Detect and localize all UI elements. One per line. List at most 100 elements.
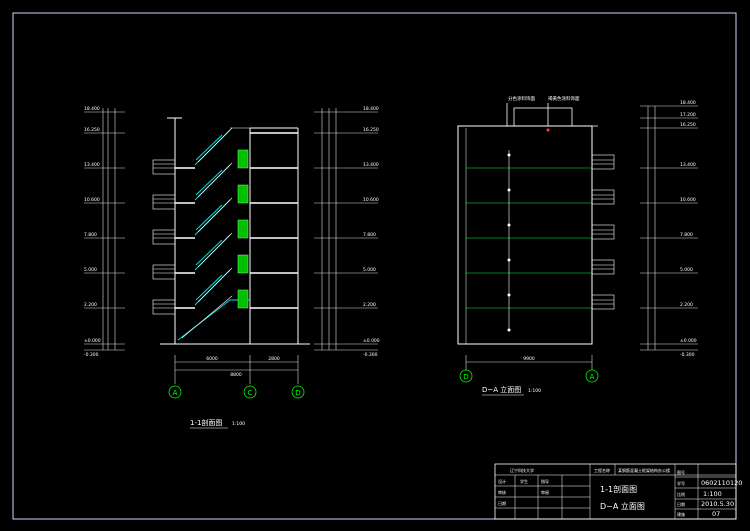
elevation-scale: 1:100 bbox=[528, 388, 541, 394]
sheet-number: 07 bbox=[712, 510, 720, 518]
level-label: 16.250 bbox=[363, 127, 379, 133]
level-label: 5.000 bbox=[680, 267, 693, 273]
title-block-texts: 辽宁科技大学 工程名称 某钢筋混凝土框架结构办公楼 设计 学生 指导 审核 审阅… bbox=[498, 467, 685, 517]
designer-label: 设计 bbox=[498, 478, 506, 484]
level-label: 7.800 bbox=[363, 232, 376, 238]
axis-label: C bbox=[248, 389, 253, 397]
elevation-dimension-lines bbox=[647, 106, 656, 350]
check-label: 审阅 bbox=[541, 489, 549, 495]
elevation-horizontal-dimension bbox=[465, 355, 593, 370]
date-label: 日期 bbox=[498, 500, 506, 506]
elevation-levels: 18.400 17.200 16.250 13.400 10.600 7.800… bbox=[680, 100, 697, 358]
level-label: 7.800 bbox=[84, 232, 97, 238]
level-label: 7.800 bbox=[680, 232, 693, 238]
elevation-level-ticks bbox=[640, 105, 698, 351]
designer: 学生 bbox=[520, 478, 528, 484]
scale-label: 比例 bbox=[677, 491, 685, 497]
project-name: 某钢筋混凝土框架结构办公楼 bbox=[618, 467, 670, 473]
sheet-label: 建施 bbox=[677, 511, 685, 517]
axis-labels: A C D bbox=[173, 389, 301, 397]
right-levels: 18.400 16.250 13.400 10.600 7.800 5.000 … bbox=[363, 106, 380, 358]
level-label: 13.400 bbox=[84, 162, 100, 168]
level-label: ±0.000 bbox=[84, 338, 101, 344]
dimension-span: 6000 bbox=[206, 356, 218, 362]
level-label: 10.600 bbox=[363, 197, 379, 203]
left-level-ticks bbox=[84, 111, 125, 351]
balconies bbox=[152, 159, 176, 315]
section-scale: 1:100 bbox=[232, 421, 245, 427]
advisor-label: 指导 bbox=[541, 478, 549, 484]
note-yellow-coating: 褐黄色涂料饰面 bbox=[548, 95, 580, 102]
level-label: 13.400 bbox=[680, 162, 696, 168]
level-label: 17.200 bbox=[680, 112, 696, 118]
section-outline bbox=[160, 117, 310, 345]
sheet-border bbox=[12, 12, 737, 520]
stair-railings bbox=[181, 127, 250, 339]
dwg-no-label: 图号 bbox=[677, 469, 685, 475]
facade-outline bbox=[457, 125, 593, 345]
school-name: 辽宁科技大学 bbox=[510, 467, 534, 473]
level-label: 16.250 bbox=[84, 127, 100, 133]
level-label: ±0.000 bbox=[363, 338, 380, 344]
level-label: 10.600 bbox=[84, 197, 100, 203]
title-block: 辽宁科技大学 工程名称 某钢筋混凝土框架结构办公楼 设计 学生 指导 审核 审阅… bbox=[494, 463, 742, 520]
date-key: 日期 bbox=[677, 501, 685, 507]
elevation-width: 9900 bbox=[523, 356, 535, 362]
level-label: 18.400 bbox=[363, 106, 379, 112]
title-block-grid bbox=[495, 464, 736, 519]
project-label: 工程名称 bbox=[594, 467, 610, 473]
section-title: 1-1剖面图 bbox=[190, 418, 222, 427]
level-label: ±0.000 bbox=[680, 338, 697, 344]
drawing-name-2: D~A 立面图 bbox=[600, 501, 645, 511]
dimension-total: 8800 bbox=[230, 372, 242, 378]
floor-lines bbox=[466, 167, 592, 309]
elevation-axis-labels: D A bbox=[463, 373, 594, 381]
level-label: -0.300 bbox=[680, 352, 695, 358]
elevation-axis-bubbles bbox=[459, 369, 599, 383]
reviewer-label: 审核 bbox=[498, 489, 506, 495]
level-label: 5.000 bbox=[84, 267, 97, 273]
level-label: 18.400 bbox=[680, 100, 696, 106]
title-block-values: 0602110120 1:100 2010.5.30 07 bbox=[701, 479, 742, 518]
right-level-ticks bbox=[314, 111, 378, 351]
level-label: 2.200 bbox=[363, 302, 376, 308]
roof-marker bbox=[546, 128, 550, 132]
section-1-1: 18.400 16.250 13.400 10.600 7.800 5.000 … bbox=[84, 106, 380, 429]
left-levels: 18.400 16.250 13.400 10.600 7.800 5.000 … bbox=[84, 106, 101, 358]
axis-label: A bbox=[590, 373, 595, 381]
green-doors bbox=[237, 149, 249, 309]
left-dimension-lines bbox=[102, 108, 116, 350]
level-label: 13.400 bbox=[363, 162, 379, 168]
drawing-date: 2010.5.30 bbox=[701, 500, 734, 508]
level-label: 5.000 bbox=[363, 267, 376, 273]
axis-label: D bbox=[295, 389, 300, 397]
downpipe-brackets bbox=[507, 153, 511, 332]
horizontal-dimensions bbox=[174, 355, 299, 384]
level-label: -0.300 bbox=[84, 352, 99, 358]
drawing-scale: 1:100 bbox=[703, 490, 722, 498]
right-dimension-lines bbox=[321, 108, 337, 350]
dimension-right: 2800 bbox=[268, 356, 280, 362]
axis-label: A bbox=[173, 389, 178, 397]
level-label: -0.300 bbox=[363, 352, 378, 358]
student-number: 0602110120 bbox=[701, 479, 742, 487]
elevation-title: D~A 立面图 bbox=[482, 385, 521, 394]
elevation-balconies bbox=[591, 154, 615, 310]
drawing-name-1: 1-1剖面图 bbox=[600, 484, 637, 494]
level-label: 18.400 bbox=[84, 106, 100, 112]
axis-bubbles bbox=[168, 385, 305, 399]
level-label: 2.200 bbox=[680, 302, 693, 308]
elevation-d-a: 分色涂料饰面 褐黄色涂料饰面 bbox=[457, 95, 698, 396]
drawing-names: 1-1剖面图 D~A 立面图 bbox=[600, 484, 645, 511]
floor-slabs bbox=[175, 132, 298, 309]
number-label: 学号 bbox=[677, 480, 685, 486]
level-label: 10.600 bbox=[680, 197, 696, 203]
axis-label: D bbox=[463, 373, 468, 381]
horizontal-dimension-values: 6000 2800 8800 bbox=[206, 356, 280, 378]
roof-structure bbox=[458, 103, 598, 127]
level-label: 2.200 bbox=[84, 302, 97, 308]
level-label: 16.250 bbox=[680, 122, 696, 128]
note-color-coating: 分色涂料饰面 bbox=[508, 95, 535, 102]
